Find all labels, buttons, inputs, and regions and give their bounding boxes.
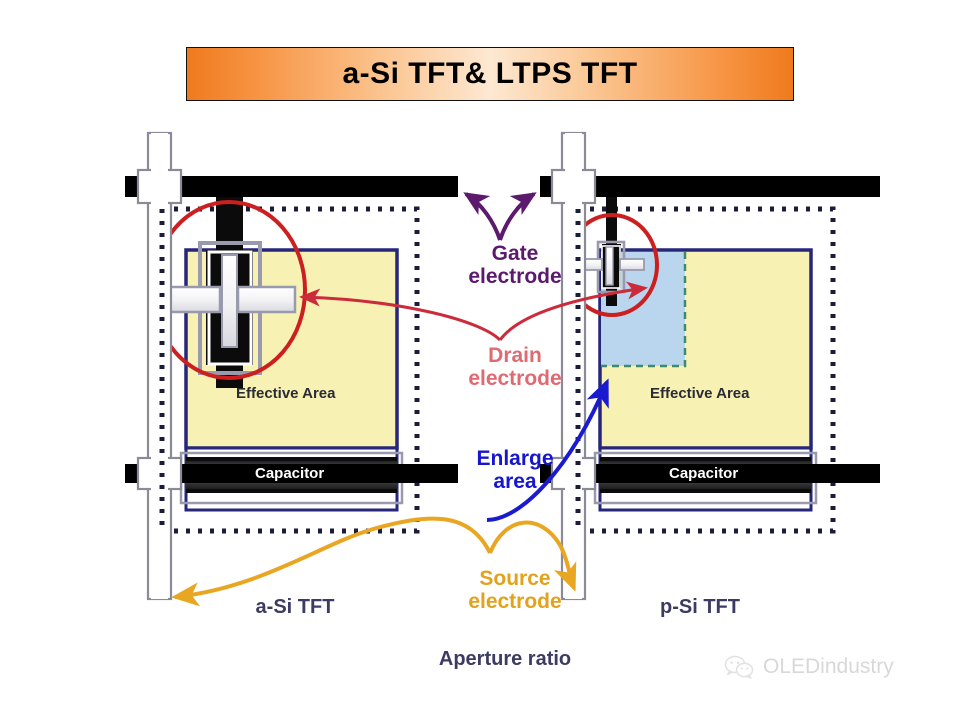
left-capacitor-edge-top xyxy=(186,457,397,461)
left-effective-area-label: Effective Area xyxy=(236,385,336,402)
gate-electrode-label: Gate electrode xyxy=(440,242,590,288)
right-data-line-fill-top xyxy=(565,173,582,200)
right-capacitor-edge-top xyxy=(600,457,811,461)
gate-electrode-arrow xyxy=(463,192,502,241)
enlarge-area-label: Enlarge area xyxy=(440,447,590,493)
right-gained-area-dash-border xyxy=(601,252,687,368)
right-device-label: p-Si TFT xyxy=(660,596,740,618)
left-capacitor-edge-bottom xyxy=(186,489,397,493)
right-tft-device xyxy=(577,192,645,306)
drain-electrode-label-line2: electrode xyxy=(468,366,562,390)
right-gate-stem-lower xyxy=(606,286,617,306)
right-capacitor-edge-bottom xyxy=(600,489,811,493)
right-drain-finger xyxy=(619,258,645,271)
watermark: OLEDindustry xyxy=(724,655,894,679)
diagram-caption: Aperture ratio xyxy=(438,648,572,670)
right-gate-stem xyxy=(606,192,617,244)
source-electrode-label-line2: electrode xyxy=(468,589,562,613)
gate-line-top-left xyxy=(125,176,458,197)
drain-electrode-arrow-right xyxy=(498,281,648,341)
right-effective-area-label: Effective Area xyxy=(650,385,750,402)
drain-electrode-arrow-left xyxy=(299,288,502,342)
source-electrode-label-line1: Source xyxy=(479,567,551,590)
right-data-line-fill-bottom xyxy=(565,461,582,486)
source-electrode-arrow-left xyxy=(171,516,492,607)
left-drain-finger xyxy=(236,285,297,314)
gate-electrode-label-line1: Gate xyxy=(491,242,539,265)
left-device-label: a-Si TFT xyxy=(255,596,335,618)
slide-title-banner: a-Si TFT& LTPS TFT xyxy=(186,47,794,101)
wechat-icon xyxy=(724,655,754,679)
gate-electrode-arrow-2 xyxy=(498,192,537,241)
left-channel-bar xyxy=(221,254,238,348)
data-lines-group xyxy=(136,131,597,601)
source-electrode-arrow-right xyxy=(488,520,577,592)
gate-line-top-right xyxy=(540,176,880,197)
gate-line-bottom-right xyxy=(540,464,880,483)
left-source-finger xyxy=(161,285,222,314)
left-tft-device xyxy=(161,192,297,388)
page-title: a-Si TFT& LTPS TFT xyxy=(342,57,638,90)
source-electrode-label: Source electrode xyxy=(430,567,600,613)
left-capacitor-label: Capacitor xyxy=(255,465,325,482)
watermark-text: OLEDindustry xyxy=(763,655,894,678)
left-pixel-group xyxy=(151,192,420,534)
enlarge-area-label-line2: area xyxy=(493,469,537,493)
right-channel-bar xyxy=(605,246,614,286)
enlarge-area-label-line1: Enlarge xyxy=(476,447,554,470)
drain-electrode-label: Drain electrode xyxy=(440,344,590,390)
gate-electrode-label-line2: electrode xyxy=(468,264,562,288)
gate-lines-group xyxy=(125,176,880,483)
right-capacitor-label: Capacitor xyxy=(669,465,739,482)
gate-line-bottom-left xyxy=(125,464,458,483)
enlarge-area-arrow xyxy=(486,378,609,522)
left-data-line-fill-top xyxy=(151,173,168,200)
drain-electrode-label-line1: Drain xyxy=(488,344,542,367)
